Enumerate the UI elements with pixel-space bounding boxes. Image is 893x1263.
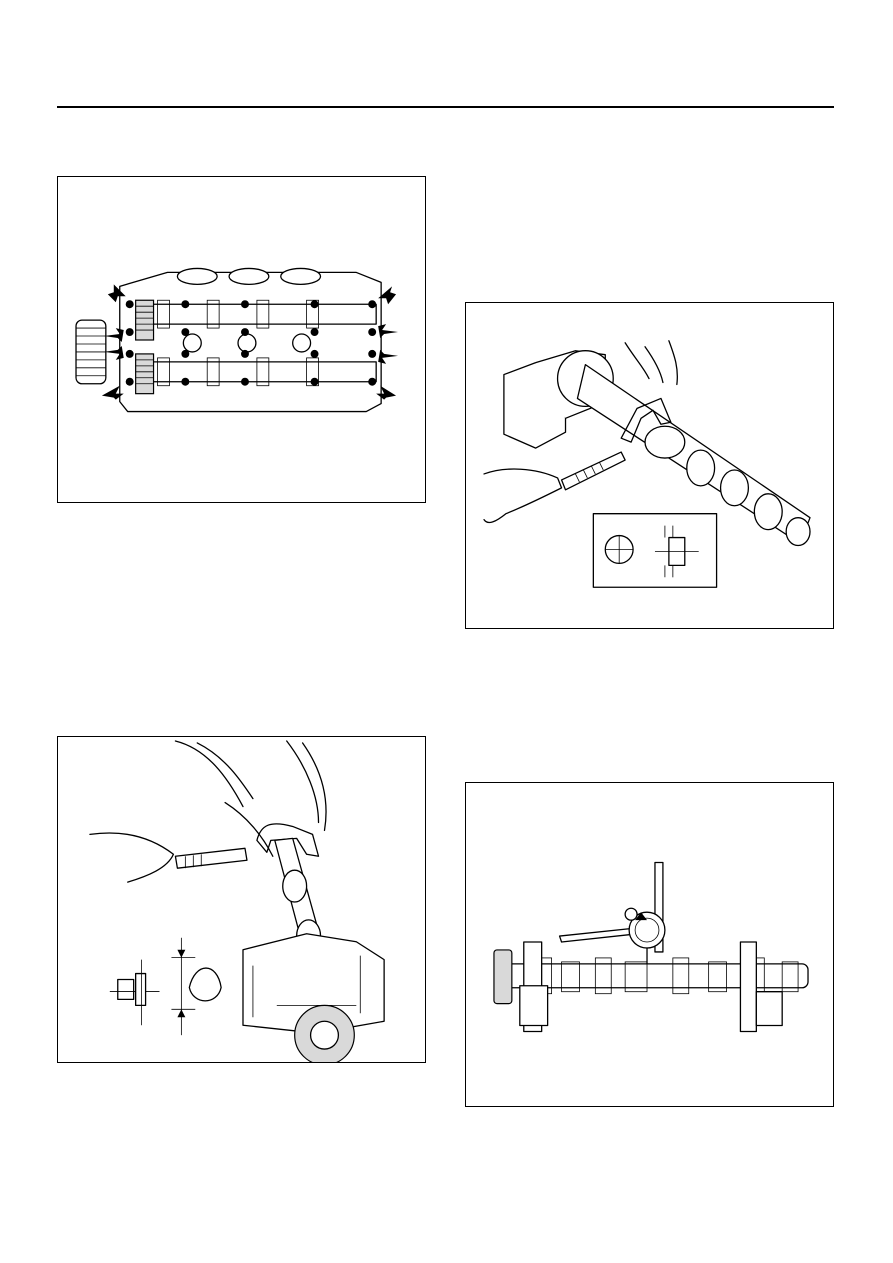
journal-micrometer-illustration (465, 302, 834, 629)
cylinder-head-bolt-diagram (57, 176, 426, 503)
cam-lobe-micrometer-illustration (57, 736, 426, 1063)
camshaft-runout-dial-gauge-illustration (465, 782, 834, 1107)
header-rule (57, 106, 834, 108)
